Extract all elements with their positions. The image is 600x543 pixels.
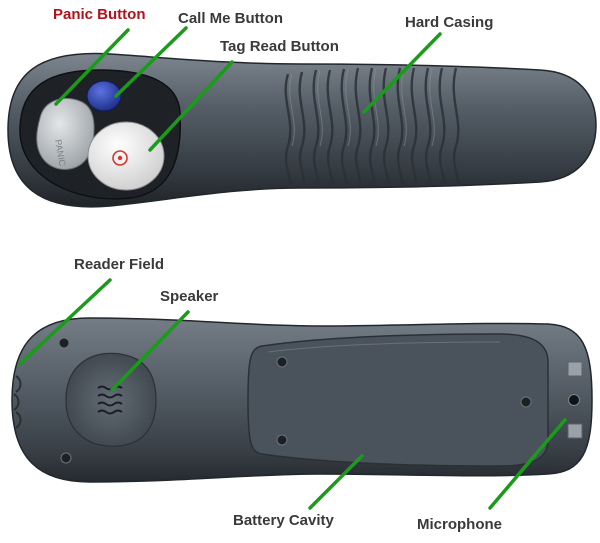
microphone-hole-icon — [568, 394, 580, 406]
panic-button[interactable]: PANIC — [36, 98, 95, 170]
leader-hard-casing — [362, 32, 442, 114]
speaker-recess — [65, 352, 157, 447]
top-device-view: PANIC — [7, 52, 597, 208]
leader-lines — [18, 26, 567, 510]
tag-read-button[interactable] — [87, 121, 165, 191]
screw — [58, 337, 70, 349]
grip-ridges — [284, 67, 460, 187]
leader-speaker — [110, 310, 190, 392]
tag-read-dot-icon — [117, 155, 123, 161]
call-me-button-label: Call Me Button — [178, 10, 283, 27]
hard-casing-label: Hard Casing — [405, 14, 494, 31]
contact-pad — [567, 361, 583, 377]
call-me-button[interactable] — [86, 80, 122, 112]
speaker-label: Speaker — [160, 288, 219, 305]
screw — [60, 452, 72, 464]
leader-microphone — [488, 418, 567, 510]
panic-key-text: PANIC — [53, 139, 68, 168]
leader-reader-field — [18, 278, 112, 366]
leader-battery-cavity — [308, 454, 364, 510]
contact-pad — [567, 423, 583, 439]
screw — [276, 356, 288, 368]
screw — [276, 434, 288, 446]
screw — [520, 396, 532, 408]
bottom-device-view — [11, 317, 593, 483]
tag-read-ring-icon — [112, 150, 128, 166]
battery-cavity-cover[interactable] — [247, 333, 549, 467]
reader-field-grip — [13, 375, 22, 429]
leader-panic — [54, 28, 130, 106]
battery-cavity-label: Battery Cavity — [233, 512, 334, 529]
reader-field-label: Reader Field — [74, 256, 165, 273]
leader-call-me — [114, 26, 188, 98]
microphone-label: Microphone — [417, 516, 502, 533]
leader-tag-read — [148, 60, 234, 152]
tag-read-button-label: Tag Read Button — [220, 38, 339, 55]
speaker-grille-icon — [97, 385, 123, 415]
panic-button-label: Panic Button — [53, 6, 146, 23]
